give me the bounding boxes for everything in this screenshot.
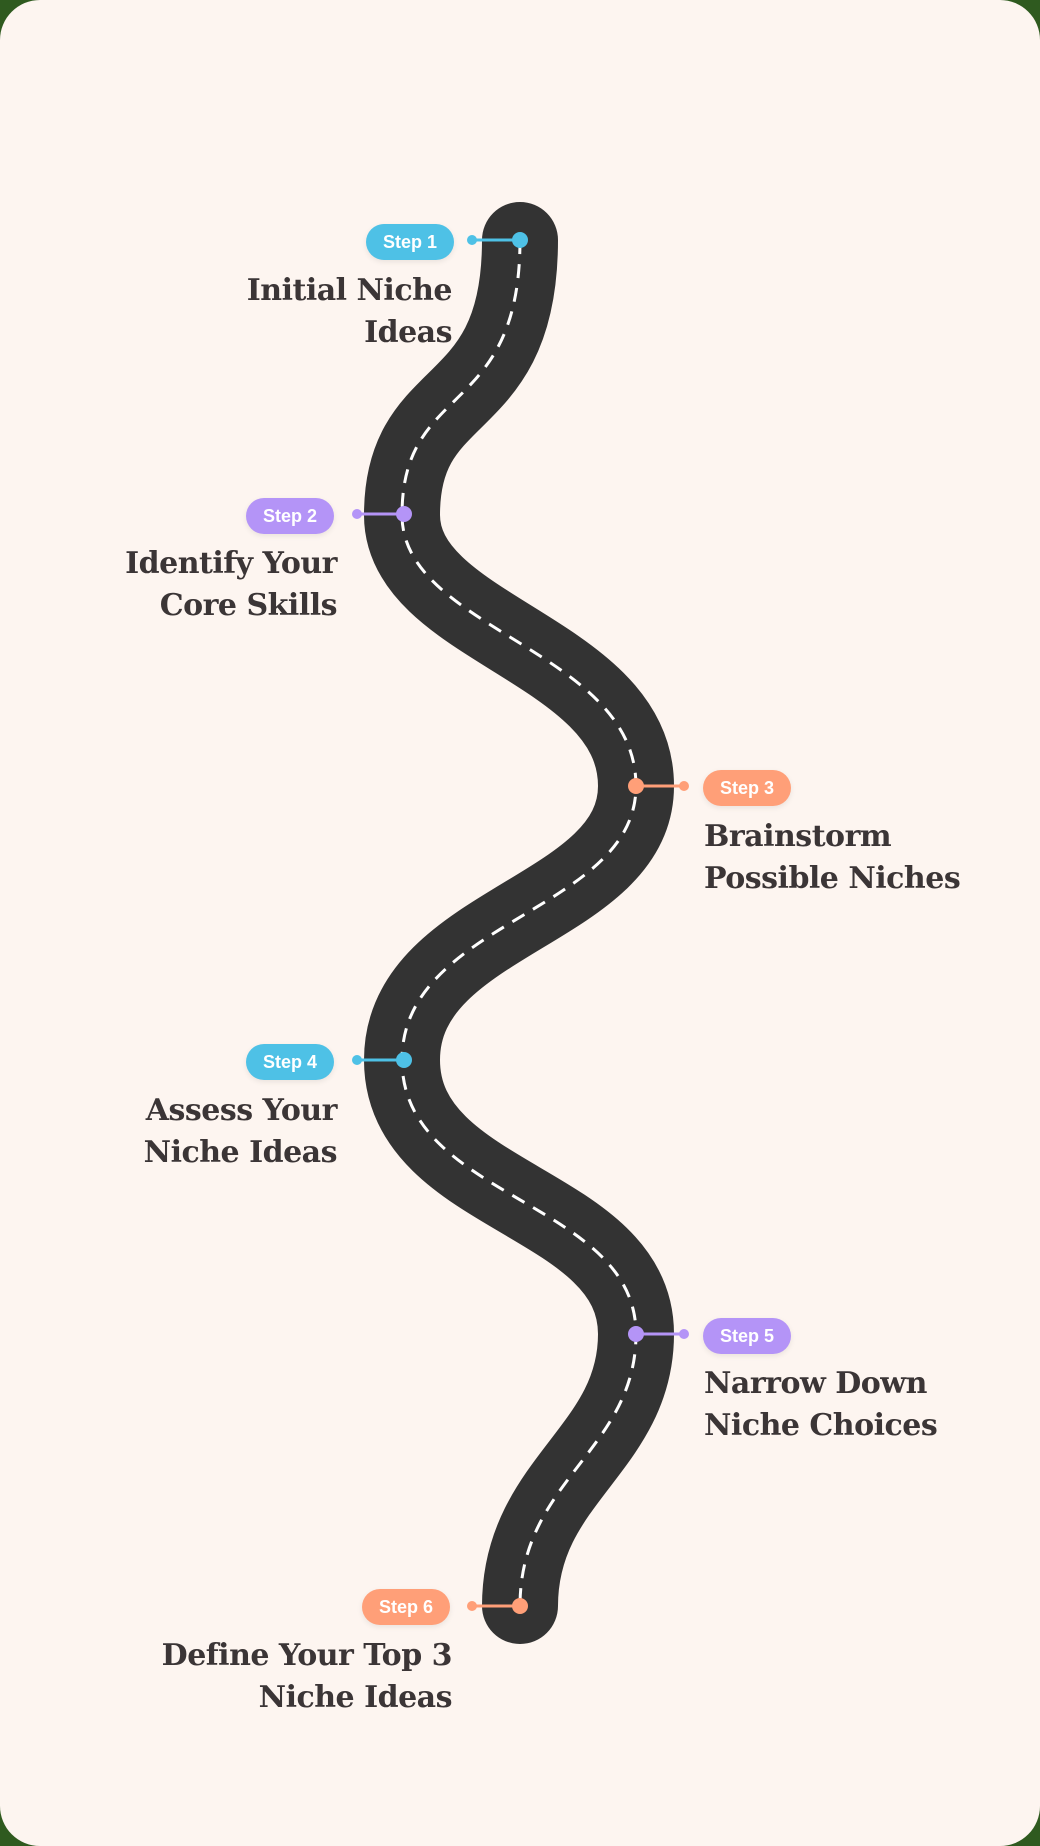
step-6-title: Define Your Top 3 Niche Ideas	[161, 1638, 453, 1715]
step-1-badge: Step 1	[366, 224, 455, 260]
road-body	[363, 202, 675, 1644]
step-2-badge: Step 2	[246, 498, 335, 534]
connector-step-1	[467, 232, 528, 248]
step-3-badge: Step 3	[703, 770, 792, 806]
step-1-title: Initial Niche Ideas	[246, 273, 453, 350]
step-6-badge: Step 6	[362, 1589, 451, 1625]
step-3-title: Brainstorm Possible Niches	[704, 819, 961, 896]
connector-step-6	[467, 1598, 528, 1614]
step-4-badge: Step 4	[246, 1044, 335, 1080]
connector-step-3	[628, 778, 689, 794]
step-5-badge: Step 5	[703, 1318, 792, 1354]
step-5-title: Narrow Down Niche Choices	[704, 1366, 938, 1443]
road-lane-markings	[400, 239, 638, 1607]
step-2-title: Identify Your Core Skills	[125, 546, 337, 623]
connector-step-5	[628, 1326, 689, 1342]
step-4-title: Assess Your Niche Ideas	[143, 1093, 338, 1170]
connector-step-4	[352, 1052, 412, 1068]
connector-step-2	[352, 506, 412, 522]
